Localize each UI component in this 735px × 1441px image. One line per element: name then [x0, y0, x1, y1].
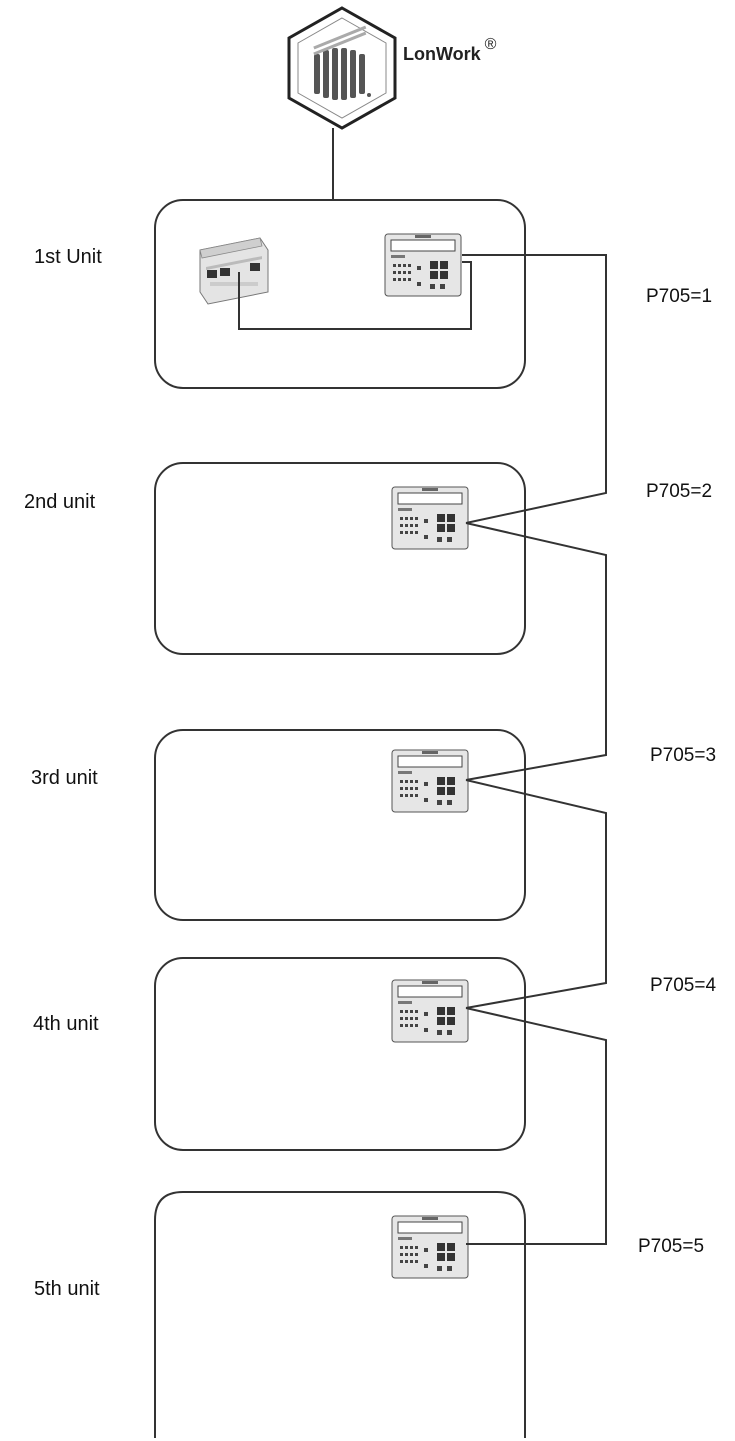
controller-panel-4 — [391, 979, 469, 1043]
bus-wiring — [462, 254, 607, 1245]
registered-mark: ® — [484, 36, 497, 53]
unit-param-3: P705=3 — [650, 745, 717, 766]
unit-label-1: 1st Unit — [34, 246, 102, 268]
lonwork-title: LonWork® — [403, 36, 496, 65]
controller-panel-3 — [391, 749, 469, 813]
controller-panel-5 — [391, 1215, 469, 1279]
unit-label-2: 2nd unit — [24, 491, 96, 513]
lonwork-name: LonWork — [403, 44, 481, 64]
unit-box-5 — [154, 1191, 526, 1438]
unit-box-2 — [154, 462, 526, 655]
unit-box-3 — [154, 729, 526, 921]
unit-label-4: 4th unit — [33, 1013, 99, 1035]
unit-label-5: 5th unit — [34, 1278, 100, 1300]
unit-param-2: P705=2 — [646, 481, 713, 502]
gateway-wire — [238, 261, 472, 330]
unit-label-3: 3rd unit — [31, 767, 98, 789]
unit-box-4 — [154, 957, 526, 1151]
unit-param-1: P705=1 — [646, 286, 713, 307]
unit-param-5: P705=5 — [638, 1236, 705, 1257]
lonworks-logo — [287, 6, 397, 130]
lon-gateway-module — [199, 237, 269, 305]
unit-box-1 — [154, 199, 526, 389]
controller-panel-2 — [391, 486, 469, 550]
unit-param-4: P705=4 — [650, 975, 717, 996]
controller-panel-1 — [384, 233, 462, 297]
